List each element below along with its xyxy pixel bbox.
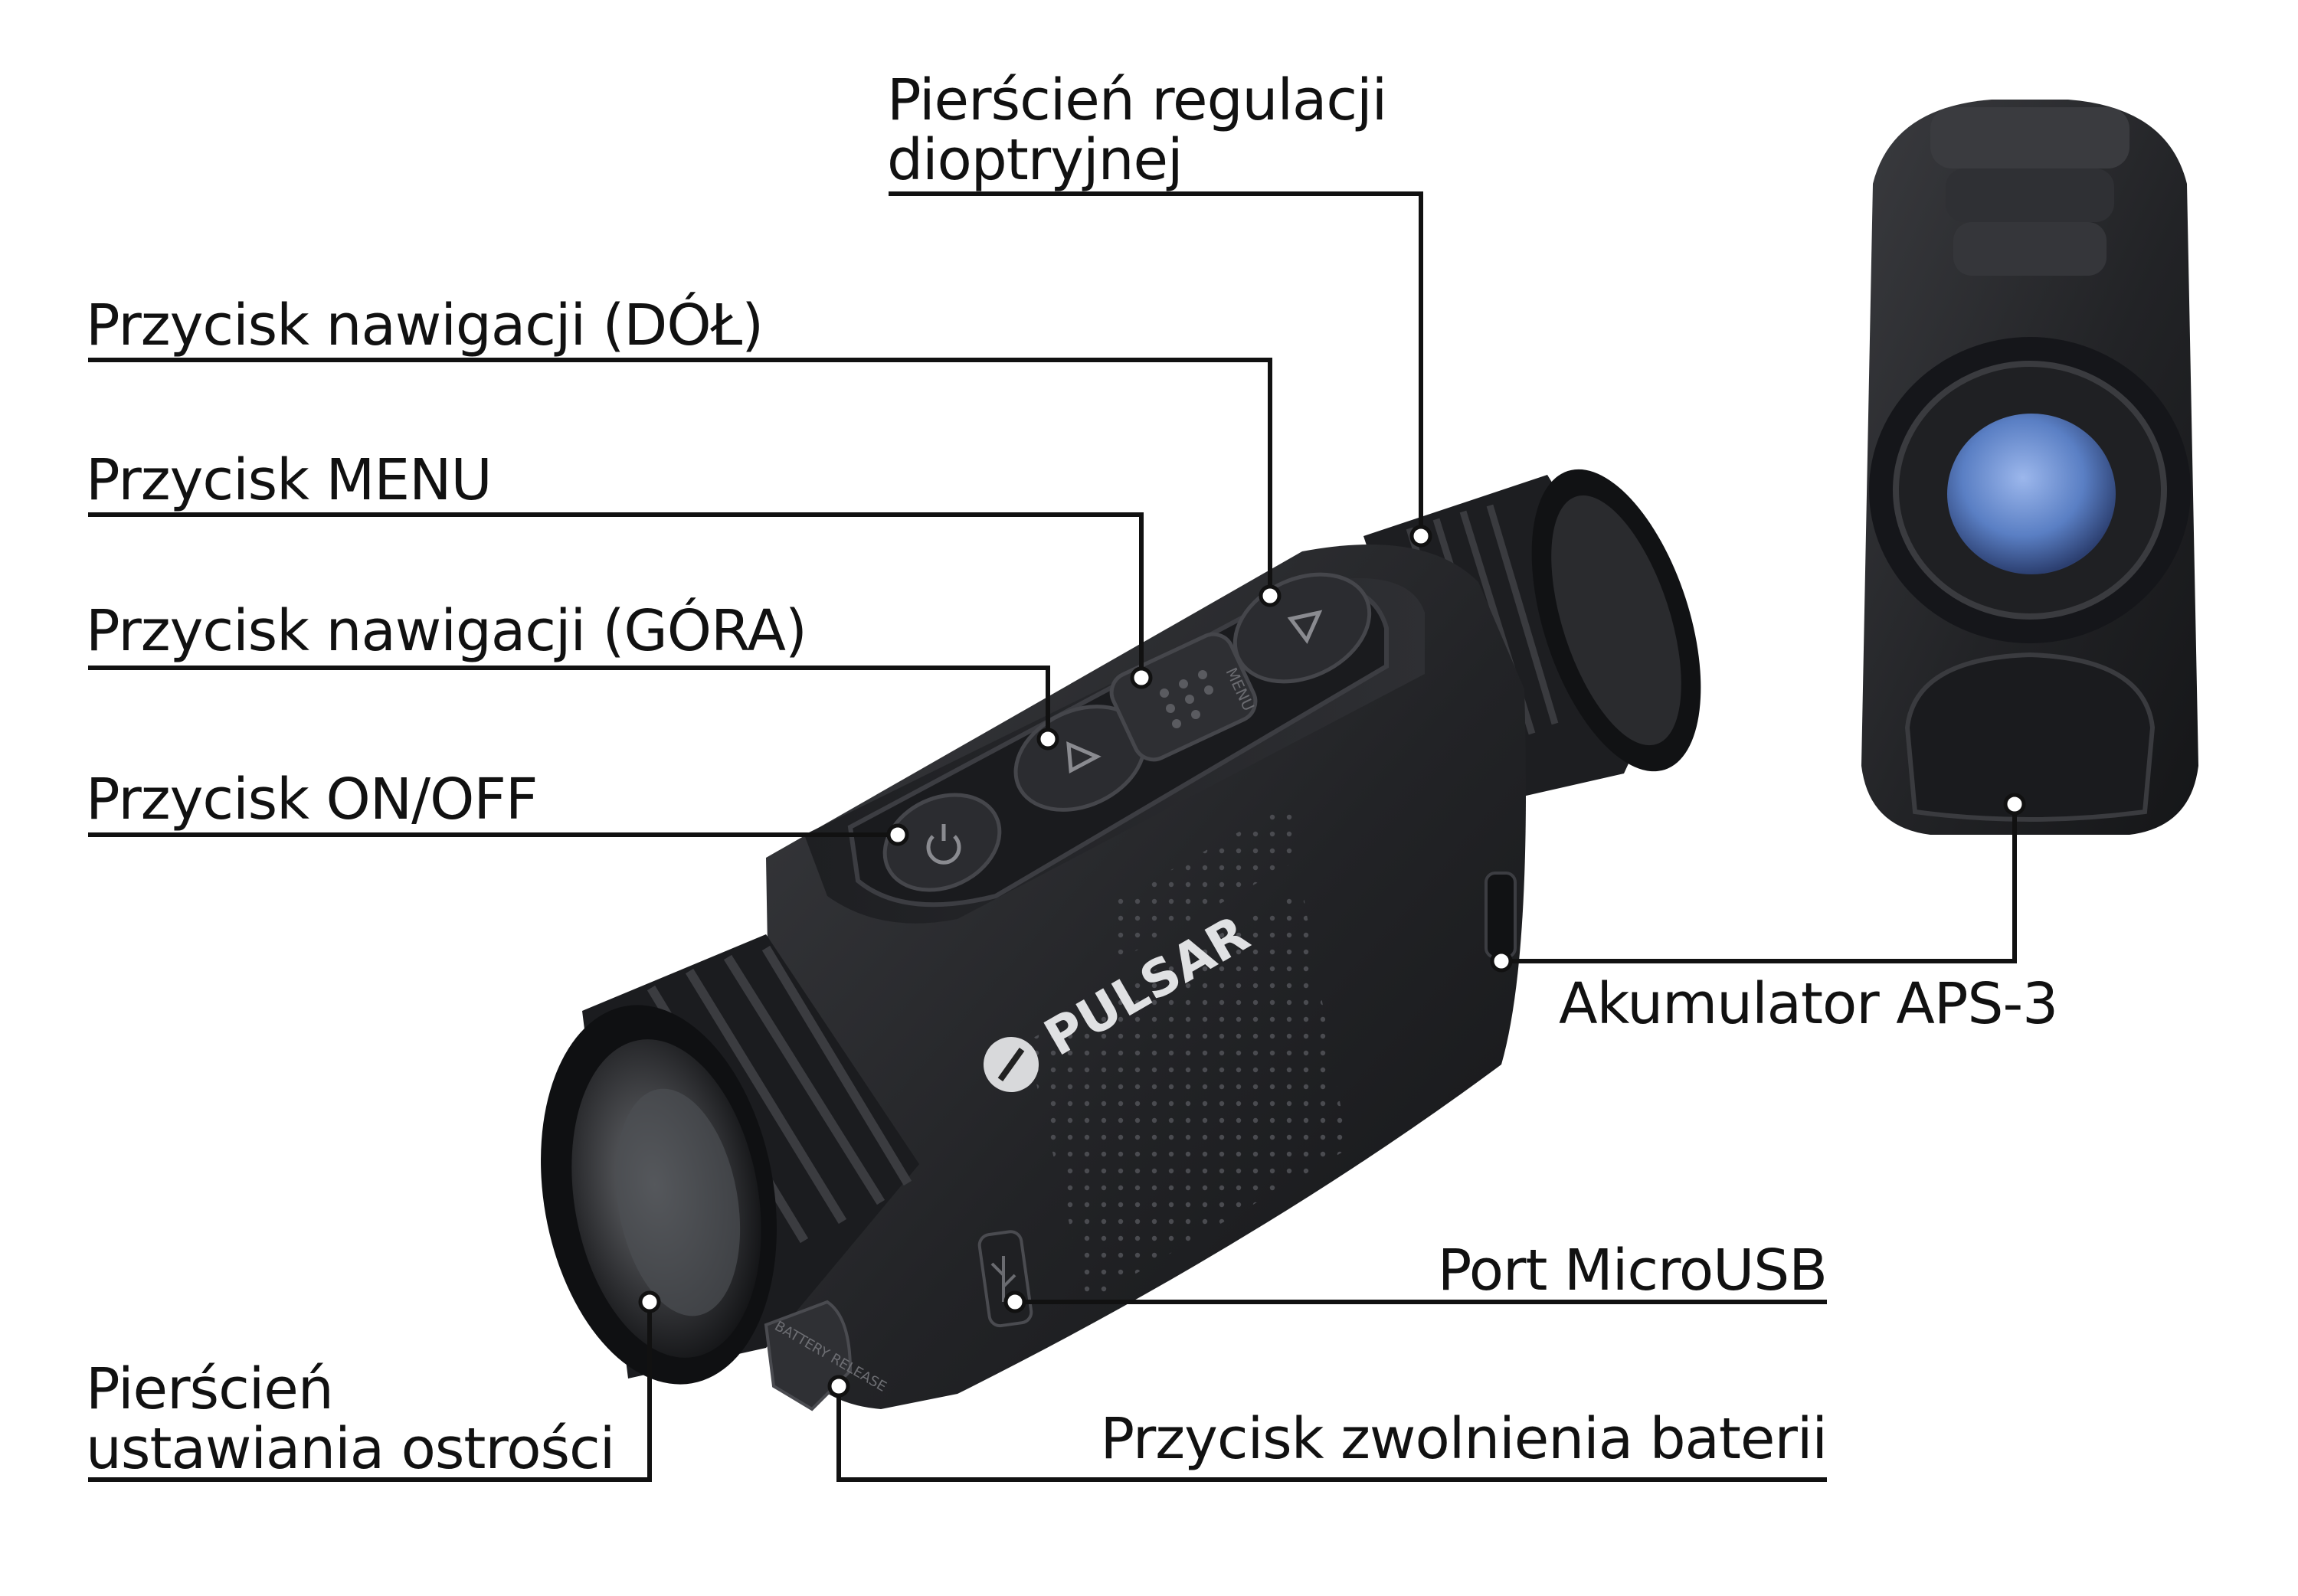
dot-nav-up [1036,728,1059,751]
leader-battery-release [836,1386,1827,1482]
label-on-off: Przycisk ON/OFF [86,767,538,832]
leader-lines [88,191,2017,1482]
on-off-button[interactable] [869,777,1015,908]
dot-focus-ring [638,1290,661,1313]
label-menu-button: Przycisk MENU [86,447,493,513]
monocular-rear-view [1861,100,2198,835]
dot-battery-release [827,1375,850,1398]
label-nav-up: Przycisk nawigacji (GÓRA) [86,598,807,664]
monocular-side-view: MENU PULSAR BATTE [541,469,1701,1411]
leader-nav-down [88,358,1272,596]
dot-battery-rear [2003,793,2026,816]
menu-button[interactable]: MENU [1105,628,1262,767]
label-focus-ring-line2: ustawiania ostrości [86,1416,615,1482]
label-focus-ring: Pierścień ustawiania ostrości [86,1356,615,1482]
leader-diopter-ring [889,191,1423,536]
objective-barrel [541,934,919,1385]
label-diopter-ring: Pierścień regulacji dioptryjnej [887,67,1387,193]
power-icon [926,824,961,865]
rear-top-buttons [1930,107,2129,276]
usb-icon [990,1256,1016,1302]
dot-battery-side [1490,950,1513,973]
leader-dots [638,525,2026,1398]
menu-button-dots [1160,670,1213,728]
leader-menu [88,512,1144,678]
label-battery: Akumulator APS-3 [1559,971,2058,1037]
rear-eyepiece-lens [1947,414,2116,574]
label-diopter-ring-line1: Pierścień regulacji [887,67,1387,133]
dot-diopter [1409,525,1432,548]
dot-nav-down [1259,584,1282,607]
label-battery-release: Przycisk zwolnienia baterii [1100,1406,1828,1472]
dot-on-off [886,823,909,846]
triangle-up-icon [1066,741,1102,773]
triangle-down-icon [1287,610,1323,644]
grip-texture [1026,888,1348,1302]
label-nav-down: Przycisk nawigacji (DÓŁ) [86,293,764,358]
label-microusb: Port MicroUSB [1437,1238,1828,1303]
leader-nav-up [88,666,1050,739]
label-diopter-ring-line2: dioptryjnej [887,127,1183,193]
leader-focus-ring [88,1302,652,1482]
label-focus-ring-line1: Pierścień [86,1356,334,1422]
battery-cover[interactable] [1904,652,2156,822]
grille-top [1111,796,1302,965]
dot-menu [1130,666,1153,689]
battery-slot[interactable] [1485,872,1517,959]
dot-microusb [1003,1290,1026,1313]
leader-battery [1501,804,2017,963]
